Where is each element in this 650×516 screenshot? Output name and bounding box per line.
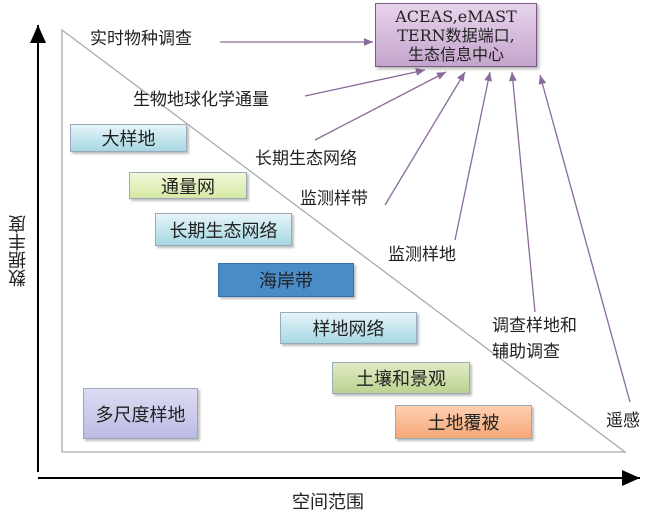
source-species-survey: 实时物种调查 <box>90 29 192 49</box>
triangle <box>61 28 627 453</box>
source-plot: 监测样地 <box>388 245 456 265</box>
arrow-transect <box>384 71 466 206</box>
source-ltern: 长期生态网络 <box>255 149 357 169</box>
arrow-flux <box>304 68 426 97</box>
data-portal-box: ACEAS,eMAST TERN数据端口, 生态信息中心 <box>375 3 537 67</box>
box-ltern: 长期生态网络 <box>155 213 292 246</box>
source-remote-sensing: 遥感 <box>606 411 640 431</box>
source-survey-2: 辅助调查 <box>492 342 560 362</box>
portal-line-3: 生态信息中心 <box>407 44 504 64</box>
source-biogeochem-flux: 生物地球化学通量 <box>133 90 269 110</box>
box-flux-network: 通量网 <box>129 172 247 199</box>
box-land-cover: 土地覆被 <box>395 405 532 439</box>
box-large-plot: 大样地 <box>70 124 187 152</box>
source-transect: 监测样带 <box>300 189 368 209</box>
y-axis-label: 数据丰度 <box>8 215 29 287</box>
box-plot-network: 样地网络 <box>280 312 417 344</box>
box-coastal: 海岸带 <box>218 263 354 297</box>
portal-line-1: ACEAS,eMAST <box>395 6 517 26</box>
arrow-remote <box>538 74 631 403</box>
box-multiscale-plot: 多尺度样地 <box>83 388 198 439</box>
box-soil-landscape: 土壤和景观 <box>332 362 470 394</box>
arrow-survey <box>508 71 536 313</box>
x-axis-label: 空间范围 <box>292 492 364 513</box>
arrow-plot <box>454 71 492 241</box>
source-survey-1: 调查样地和 <box>492 316 577 336</box>
portal-line-2: TERN数据端口, <box>397 25 515 45</box>
arrow-ltern <box>314 71 447 141</box>
